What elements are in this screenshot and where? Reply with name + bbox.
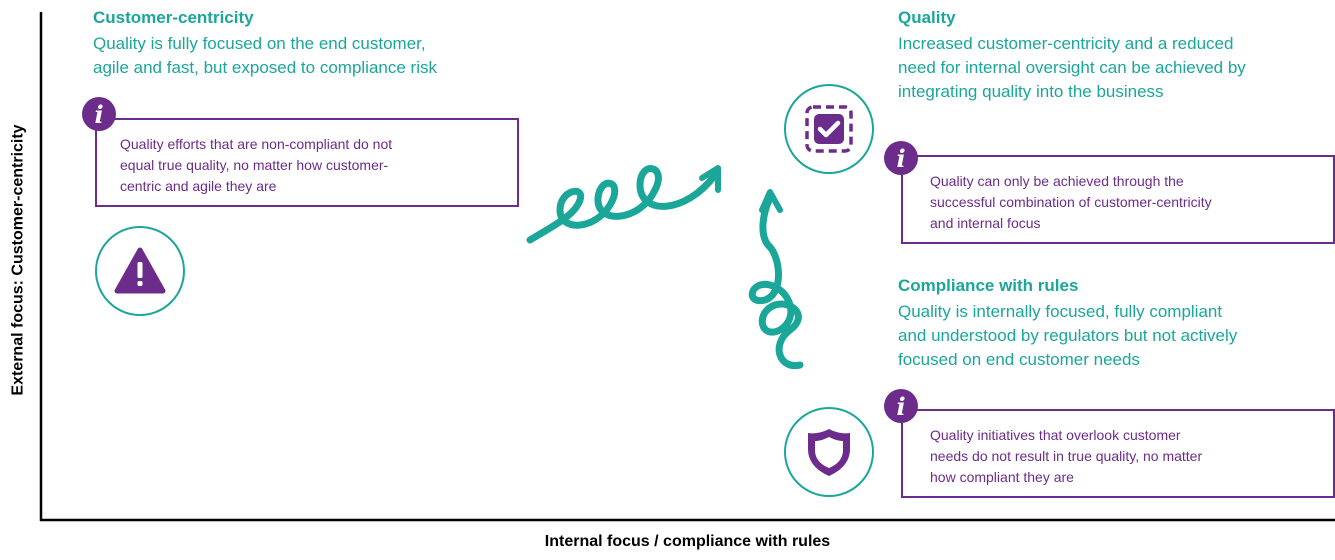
info-icon: i (884, 141, 918, 175)
warning-triangle-icon (114, 247, 166, 294)
x-axis-label: Internal focus / compliance with rules (544, 533, 831, 550)
info-icon: i (884, 389, 918, 423)
checkbox-icon (805, 105, 853, 153)
customer-centricity-title: Customer-centricity (93, 8, 254, 27)
warning-circle (95, 226, 185, 316)
quality-info-box: Quality can only be achieved through the… (901, 155, 1335, 244)
quality-circle (784, 84, 874, 174)
compliance-info-box: Quality initiatives that overlook custom… (901, 409, 1335, 498)
info-icon: i (82, 97, 116, 131)
compliance-circle (784, 407, 874, 497)
shield-icon (808, 429, 850, 476)
compliance-title: Compliance with rules (898, 276, 1079, 295)
quality-title: Quality (898, 8, 956, 27)
customer-centricity-description: Quality is fully focused on the end cust… (93, 34, 437, 77)
quality-description: Increased customer-centricity and a redu… (898, 34, 1246, 101)
compliance-description: Quality is internally focused, fully com… (898, 302, 1238, 369)
customer-centricity-info-box: Quality efforts that are non-compliant d… (95, 118, 519, 207)
